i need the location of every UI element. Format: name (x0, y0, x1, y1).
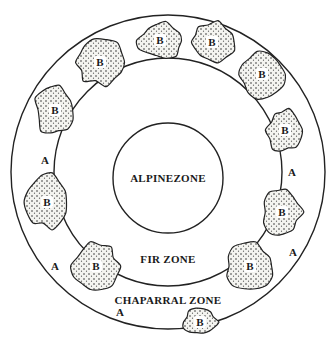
stippled-region: B (179, 305, 221, 339)
stippled-area (265, 108, 302, 151)
stippled-area (71, 242, 121, 290)
stippled-region: B (30, 80, 80, 140)
stippled-area (136, 21, 181, 58)
zone-boundary (11, 15, 325, 329)
region-letter: B (276, 206, 287, 218)
stippled-region: B (235, 47, 290, 102)
region-letter: B (244, 260, 255, 272)
alpine-zone: ALPINEZONE (112, 122, 224, 234)
stippled-area (35, 85, 73, 133)
zone-boundary (113, 123, 223, 233)
region-letter: B (279, 124, 290, 136)
stippled-area (191, 21, 234, 63)
stippled-area (264, 189, 304, 235)
stippled-area (76, 38, 125, 86)
stippled-area (24, 173, 66, 230)
stippled-region: B (70, 35, 130, 90)
zone-name: ALPINEZONE (128, 172, 208, 184)
area-letter: A (40, 154, 50, 166)
area-letter: A (50, 260, 60, 272)
stippled-region: B (258, 183, 306, 241)
chaparral-zone: CHAPARRAL ZONE FIR ZONE ALPINEZONE B B B B B B B B… (10, 14, 326, 330)
stippled-region: B (68, 238, 124, 294)
area-letter: A (288, 246, 298, 258)
region-letter: B (90, 260, 101, 272)
zone-name: CHAPARRAL ZONE (113, 294, 224, 306)
region-letter: B (41, 196, 52, 208)
stippled-area (183, 308, 219, 333)
stippled-region: B (220, 238, 280, 294)
stippled-area (238, 51, 285, 99)
region-letter: B (194, 316, 205, 328)
area-letter: A (287, 166, 297, 178)
region-letter: B (256, 68, 267, 80)
region-letter: B (94, 56, 105, 68)
stippled-region: B (133, 18, 188, 63)
stippled-region: B (21, 170, 73, 234)
stippled-area (227, 242, 273, 289)
area-letter: A (115, 306, 125, 318)
region-letter: B (49, 104, 60, 116)
stippled-region: B (185, 18, 240, 66)
stippled-region: B (263, 103, 307, 157)
zone-name: FIR ZONE (138, 253, 197, 265)
region-letter: B (154, 34, 165, 46)
region-letter: B (206, 36, 217, 48)
